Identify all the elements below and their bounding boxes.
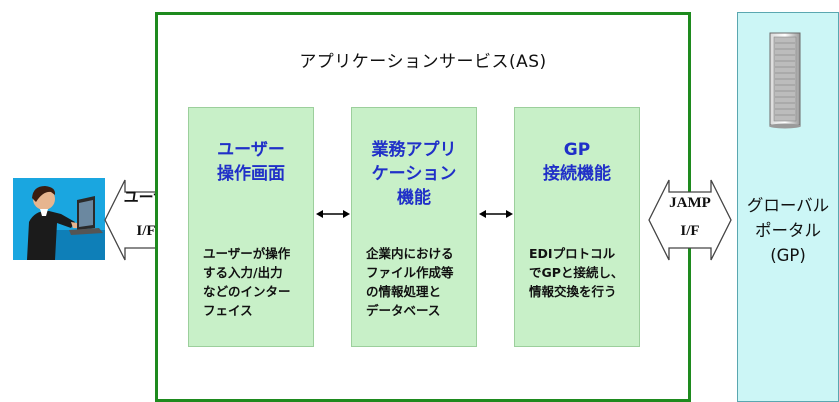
business-app-box-title: 業務アプリ ケーション 機能 [352,138,476,210]
server-icon [769,32,801,129]
title-line: 接続機能 [543,164,611,184]
user-ui-box-title: ユーザー 操作画面 [189,138,313,186]
user-interface-label-if: I/F [112,222,180,240]
user-interface-label-line2: I/F [136,223,156,239]
global-portal-panel: グローバル ポータル (GP) [737,12,839,402]
person-at-computer-icon [13,178,105,260]
jamp-interface-label-line1: JAMP [669,195,711,211]
jamp-interface-arrow [648,179,732,261]
title-line: 機能 [397,188,431,208]
gp-connect-box-title: GP 接続機能 [515,138,639,186]
gp-label-line: ポータル [755,221,821,240]
title-line: 業務アプリ [371,140,457,160]
title-line: ユーザー [217,140,285,160]
gp-connect-box: GP 接続機能 EDIプロトコル でGPと接続し、 情報交換を行う [514,107,640,347]
jamp-interface-label: JAMP [654,194,726,212]
business-app-box: 業務アプリ ケーション 機能 企業内における ファイル作成等 の情報処理と デー… [351,107,477,347]
application-service-title: アプリケーションサービス(AS) [299,52,547,72]
desc-line: データベース [366,303,441,318]
title-line: ケーション [371,164,457,184]
user-ui-box: ユーザー 操作画面 ユーザーが操作 する入力/出力 などのインター フェイス [188,107,314,347]
gp-label-line: (GP) [770,246,806,265]
gp-connect-box-desc: EDIプロトコル でGPと接続し、 情報交換を行う [529,244,633,301]
user-ui-box-desc: ユーザーが操作 する入力/出力 などのインター フェイス [203,244,307,320]
desc-line: ユーザーが操作 [203,246,291,261]
title-line: GP [563,140,591,160]
jamp-interface-label-if: I/F [654,222,726,240]
desc-line: する入力/出力 [203,265,283,280]
desc-line: の情報処理と [366,284,442,299]
connector-ui-to-business [316,210,350,218]
business-app-box-desc: 企業内における ファイル作成等 の情報処理と データベース [366,244,470,320]
desc-line: EDIプロトコル [529,246,616,261]
desc-line: 情報交換を行う [529,284,617,299]
desc-line: フェイス [203,303,253,318]
connector-business-to-gp [479,210,513,218]
desc-line: でGPと接続し、 [529,265,624,280]
desc-line: ファイル作成等 [366,265,454,280]
global-portal-label: グローバル ポータル (GP) [738,193,838,268]
jamp-interface-label-line2: I/F [680,223,700,239]
gp-label-line: グローバル [746,196,830,215]
desc-line: 企業内における [366,246,454,261]
desc-line: などのインター [203,284,291,299]
title-line: 操作画面 [217,164,285,184]
